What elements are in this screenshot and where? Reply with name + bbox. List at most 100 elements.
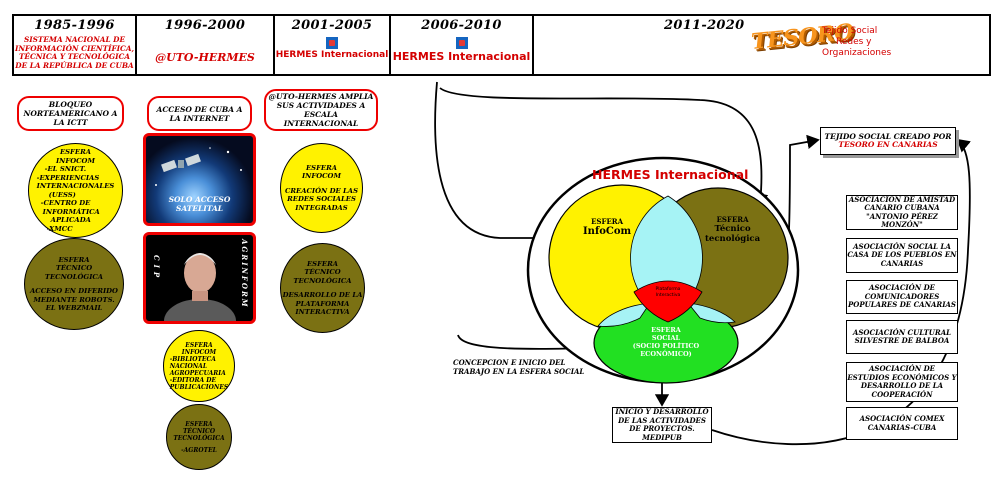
circle-line: EL WEBZMAIL [45,304,103,312]
tecnico-label: ESFERA Técnico tecnológica [705,215,760,244]
circle-line: -AGROTEL [181,446,217,454]
period-1996-2000: 1996-2000 @UTO-HERMES [137,16,275,74]
circle-line: TÉCNICO [304,268,341,276]
tejido-social-box: TEJIDO SOCIAL CREADO POR TESORO EN CANAR… [820,127,956,155]
arrow-to-tecnico [439,87,769,207]
tejido-title: TEJIDO SOCIAL CREADO POR [824,131,952,141]
satellite-photo: SOLO ACCESO SATELITAL [143,133,256,226]
circle-line: ESFERA [58,255,90,264]
circle-line: TECNOLÓGICA [44,272,104,281]
circle-line: REDES SOCIALES [287,195,356,204]
hermes-logo-icon [326,37,338,49]
circle-line: -BIBLIOTECA [169,355,216,363]
cip-vertical-text: CIP [152,255,161,282]
tecnico-label-line: ESFERA [716,215,749,224]
circle-line: APLICADA [50,216,91,224]
period-label: 2001-2005 [291,18,373,33]
social-label-line: ECONÓMICO) [640,350,692,358]
satellite-icon [155,147,242,186]
circle-line: -EXPERIENCIAS [36,173,100,182]
bloqueo-box: BLOQUEO NORTEAMERICANO A LA ICTT [17,96,124,131]
portrait-photo: CIP AGRINFORM [143,232,256,324]
timeline-header: 1985-1996 SISTEMA NACIONAL DE INFORMACIÓ… [12,14,991,76]
circle-line: TÉCNICO [182,427,216,435]
hermes-logo-icon [455,37,468,49]
plataforma-center [633,280,703,323]
tejido-subtitle: TESORO EN CANARIAS [838,140,938,149]
circle-line: ESFERA [59,148,91,156]
circle-line: PLATAFORMA [295,299,350,308]
col3-tecnico-circle: ESFERA TÉCNICO TECNOLÓGICA DESARROLLO DE… [280,243,365,333]
social-label-line: SOCIAL [651,334,681,342]
social-label-line: ESFERA [651,326,681,334]
acceso-internet-box: ACCESO DE CUBA A LA INTERNET [147,96,252,131]
circle-line: INFOCOM [181,348,217,356]
infocom-label-line: ESFERA [591,217,624,226]
circle-line: DESARROLLO DE LA [282,291,363,299]
circle-line: TECNOLÓGICA [293,276,352,285]
period-2006-2010: 2006-2010 HERMES Internacional [391,16,534,74]
org-box: ASOCIACIÓN CULTURAL SILVESTRE DE BALBOA [846,320,958,354]
org-box: ASOCIACIÓN COMEX CANARIAS-CUBA [846,407,958,440]
circle-line: ESFERA [306,259,339,268]
circle-line: TÉCNICO [55,264,93,272]
person-portrait-icon [164,253,236,321]
col1-tecnico-circle: ESFERA TÉCNICO TECNOLÓGICA ACCESO EN DIF… [24,238,124,330]
period-label: 1996-2000 [164,18,246,33]
circle-line: MEDIANTE ROBOTS. [33,295,115,304]
circle-line: (UESS) [48,190,76,199]
circle-line: ESFERA [185,420,213,428]
circle-line: INTERACTIVA [295,308,350,316]
tesoro-sub-line: Tejido Social [822,26,878,36]
circle-line: INTERNACIONALES [36,182,115,190]
circle-line: -EDITORA DE [169,376,217,384]
infocom-label-line: InfoCom [583,226,632,237]
col2-infocom-circle: ESFERA INFOCOM -BIBLIOTECA NACIONAL AGRO… [163,330,235,402]
tesoro-sub-line: Redes y [836,37,872,47]
auto-hermes-amplia-box: @UTO-HERMES AMPLIA SUS ACTIVIDADES A ESC… [264,89,378,131]
circle-line: -XMCC [46,224,73,233]
circle-line: -CENTRO DE [40,199,91,207]
col2-infocom-text: ESFERA INFOCOM -BIBLIOTECA NACIONAL AGRO… [170,342,228,391]
circle-line: PUBLICACIONES [169,383,229,391]
concepcion-line: TRABAJO EN LA ESFERA SOCIAL [453,367,585,376]
circle-line: INFOCOM [55,156,95,165]
org-box: ASOCIACIÓN DE AMISTAD CANARIO CUBANA "AN… [846,195,958,230]
col1-infocom-circle: ESFERA INFOCOM -EL SNICT. -EXPERIENCIAS … [28,143,123,238]
circle-line: TECNOLÓGICA [173,434,225,442]
period-2001-2005: 2001-2005 HERMES Internacional [275,16,391,74]
circle-line: INFOCOM [302,172,341,181]
col2-tecnico-circle: ESFERA TÉCNICO TECNOLÓGICA -AGROTEL [166,404,232,470]
tecnico-label-line: tecnológica [705,234,761,244]
hermes-internacional-text: HERMES Internacional [275,50,389,60]
period-label: 2006-2010 [421,18,502,33]
col3-infocom-circle: ESFERA INFOCOM CREACIÓN DE LAS REDES SOC… [280,143,363,233]
circle-line: INTEGRADAS [295,203,348,212]
tesoro-subtitle: Tejido Social Redes y Organizaciones [822,26,891,59]
period-label: 1985-1996 [34,18,115,33]
satellite-caption: SOLO ACCESO SATELITAL [168,195,231,213]
circle-line: INFORMÁTICA [42,207,100,216]
hermes-internacional-text: HERMES Internacional [392,50,531,63]
circle-line: NACIONAL [169,362,208,370]
org-box: ASOCIACIÓN SOCIAL LA CASA DE LOS PUEBLOS… [846,238,958,273]
venn-title: HERMES Internacional [592,167,749,182]
period-label: 2011-2020 [664,18,745,33]
agrinform-vertical-text: AGRINFORM [240,239,249,309]
concepcion-line: CONCEPCION E INICIO DEL [453,358,566,367]
circle-line: CREACIÓN DE LAS [284,186,358,195]
circle-line: -EL SNICT. [44,165,87,173]
col1-infocom-text: ESFERA INFOCOM -EL SNICT. -EXPERIENCIAS … [37,148,115,233]
org-box: ASOCIACIÓN DE COMUNICADORES POPULARES DE… [846,280,958,314]
tesoro-sub-line: Organizaciones [822,48,892,58]
circle-line: ESFERA [305,163,338,172]
circle-line: ESFERA [185,341,213,349]
plataforma-label-line: Plataforma [655,287,681,292]
social-label: ESFERA SOCIAL (SOCIO POLÍTICO ECONÓMICO) [630,326,702,358]
infocom-label: ESFERA InfoCom [583,217,631,237]
org-box: ASOCIACIÓN DE ESTUDIOS ECONÓMICOS Y DESA… [846,362,958,402]
circle-line: ACCESO EN DIFERIDO [30,287,118,295]
tecnico-label-line: Técnico [714,224,751,234]
social-label-line: (SOCIO POLÍTICO [632,342,700,350]
